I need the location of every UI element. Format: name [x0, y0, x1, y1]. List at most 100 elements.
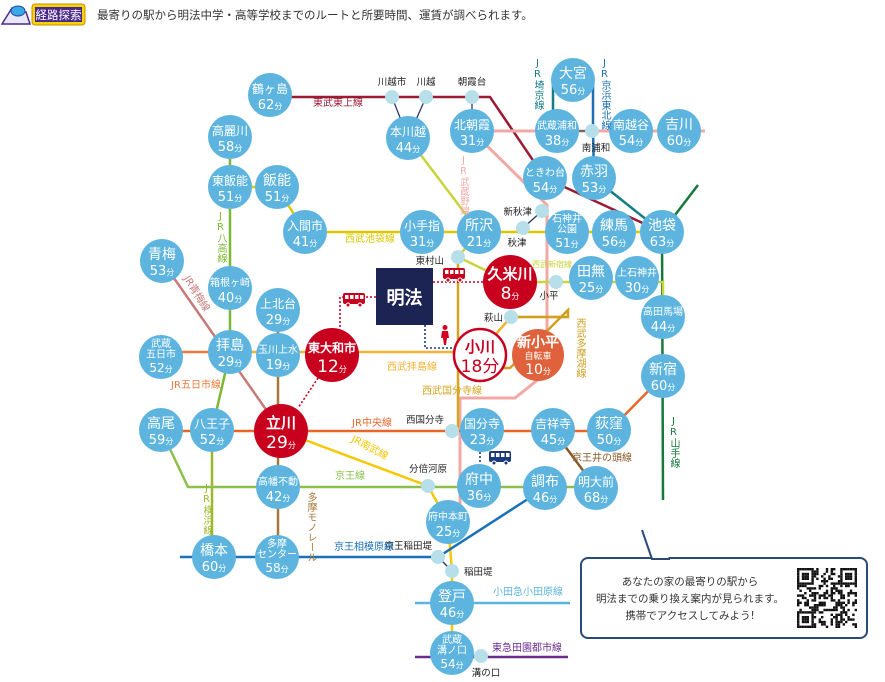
station-circle[interactable]: [569, 256, 613, 300]
minor-station-minamiurawa[interactable]: 南浦和: [582, 124, 611, 154]
minor-station-akitsu[interactable]: 秋津: [507, 221, 530, 249]
station-circle[interactable]: [609, 109, 653, 153]
station-circle[interactable]: [545, 210, 589, 254]
station-circle[interactable]: [256, 465, 300, 509]
station-circle[interactable]: [256, 288, 300, 332]
station-dot[interactable]: [516, 221, 530, 235]
station-circle[interactable]: [283, 210, 327, 254]
minor-station-kodaira[interactable]: 小平: [539, 275, 563, 302]
station-circle[interactable]: [255, 535, 299, 579]
station-circle[interactable]: [512, 329, 564, 381]
station-circle[interactable]: [460, 408, 504, 452]
route-search-badge[interactable]: 経路探索: [0, 2, 90, 28]
station-dot[interactable]: [385, 90, 399, 104]
minor-station-higashimurayama[interactable]: 東村山: [415, 250, 465, 267]
station-circle[interactable]: [305, 328, 359, 382]
station-circle[interactable]: [535, 109, 579, 153]
station-dot[interactable]: [419, 90, 433, 104]
station-circle[interactable]: [139, 335, 183, 379]
minor-station-inadazutsumi[interactable]: 稲田堤: [445, 564, 493, 578]
station-circle[interactable]: [255, 165, 299, 209]
station-dot[interactable]: [535, 204, 549, 218]
station-circle[interactable]: [400, 210, 444, 254]
station-circle[interactable]: [190, 408, 234, 452]
station-circle[interactable]: [386, 116, 430, 160]
station-circle[interactable]: [208, 165, 252, 209]
station-dot[interactable]: [445, 424, 459, 438]
station-dot[interactable]: [585, 124, 599, 138]
station-circle[interactable]: [208, 266, 252, 310]
minor-station-mizonokuchi[interactable]: 溝の口: [472, 649, 501, 679]
station-circle[interactable]: [574, 466, 618, 510]
minor-station-bubaigawara[interactable]: 分倍河原: [409, 463, 447, 493]
station-circle[interactable]: [531, 408, 575, 452]
station-dot[interactable]: [465, 90, 479, 104]
station-circle[interactable]: [657, 109, 701, 153]
station-circle[interactable]: [248, 73, 292, 117]
station-circle[interactable]: [551, 58, 595, 102]
station-circle[interactable]: [192, 535, 236, 579]
station-dot[interactable]: [445, 564, 459, 578]
station-circle[interactable]: [457, 464, 501, 508]
station-circle[interactable]: [256, 333, 300, 377]
station-circle[interactable]: [640, 210, 684, 254]
station-dot[interactable]: [549, 275, 563, 289]
station-circle[interactable]: [208, 115, 252, 159]
qr-code[interactable]: [797, 568, 857, 628]
station-circle[interactable]: [139, 408, 183, 452]
minor-station-kawagoe[interactable]: 川越: [416, 76, 436, 104]
station-circle[interactable]: [452, 327, 508, 383]
station-circle[interactable]: [641, 295, 685, 339]
station-circle[interactable]: [523, 156, 567, 200]
station-circle[interactable]: [592, 210, 636, 254]
minor-station-kawagoeshi[interactable]: 川越市: [378, 76, 407, 104]
station-circle[interactable]: [208, 330, 252, 374]
minor-station-keioinadazutsumi[interactable]: 京王稲田堤: [384, 540, 445, 564]
station-circle[interactable]: [523, 466, 567, 510]
station-circle[interactable]: [140, 239, 184, 283]
station-dot[interactable]: [504, 310, 518, 324]
station-dot[interactable]: [421, 479, 435, 493]
station-circle[interactable]: [615, 256, 659, 300]
